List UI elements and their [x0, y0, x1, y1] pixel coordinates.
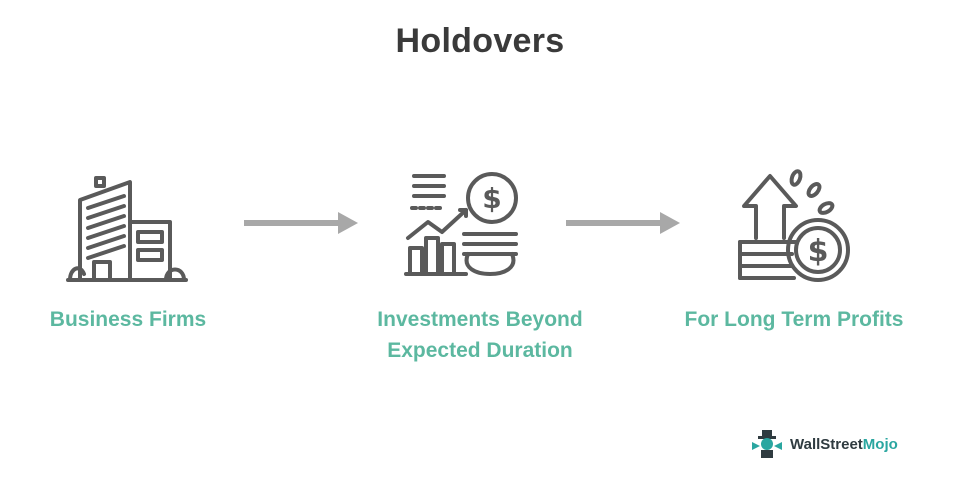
profit-coins-icon: $ — [732, 168, 856, 286]
step-label-investments-line2: Expected Duration — [387, 339, 573, 362]
step-label-investments: Investments Beyond Expected Duration — [340, 304, 620, 366]
step-label-long-term-profits: For Long Term Profits — [684, 308, 904, 331]
brand-logo: WallStreetMojo — [750, 426, 930, 462]
svg-text:$: $ — [808, 234, 829, 269]
svg-text:$: $ — [482, 182, 501, 215]
office-building-icon — [66, 170, 188, 284]
investment-growth-icon: $ — [404, 168, 524, 278]
step-label-investments-line1: Investments Beyond — [377, 308, 583, 331]
flow-arrow-2 — [566, 211, 680, 240]
page-title: Holdovers — [395, 22, 565, 60]
flow-arrow-1 — [244, 211, 358, 240]
brand-name: WallStreetMojo — [790, 436, 898, 453]
step-label-business-firms: Business Firms — [49, 308, 207, 331]
brand-name-part2: Mojo — [862, 435, 898, 453]
brand-name-part1: WallStreet — [790, 435, 863, 453]
mascot-icon — [752, 430, 782, 458]
